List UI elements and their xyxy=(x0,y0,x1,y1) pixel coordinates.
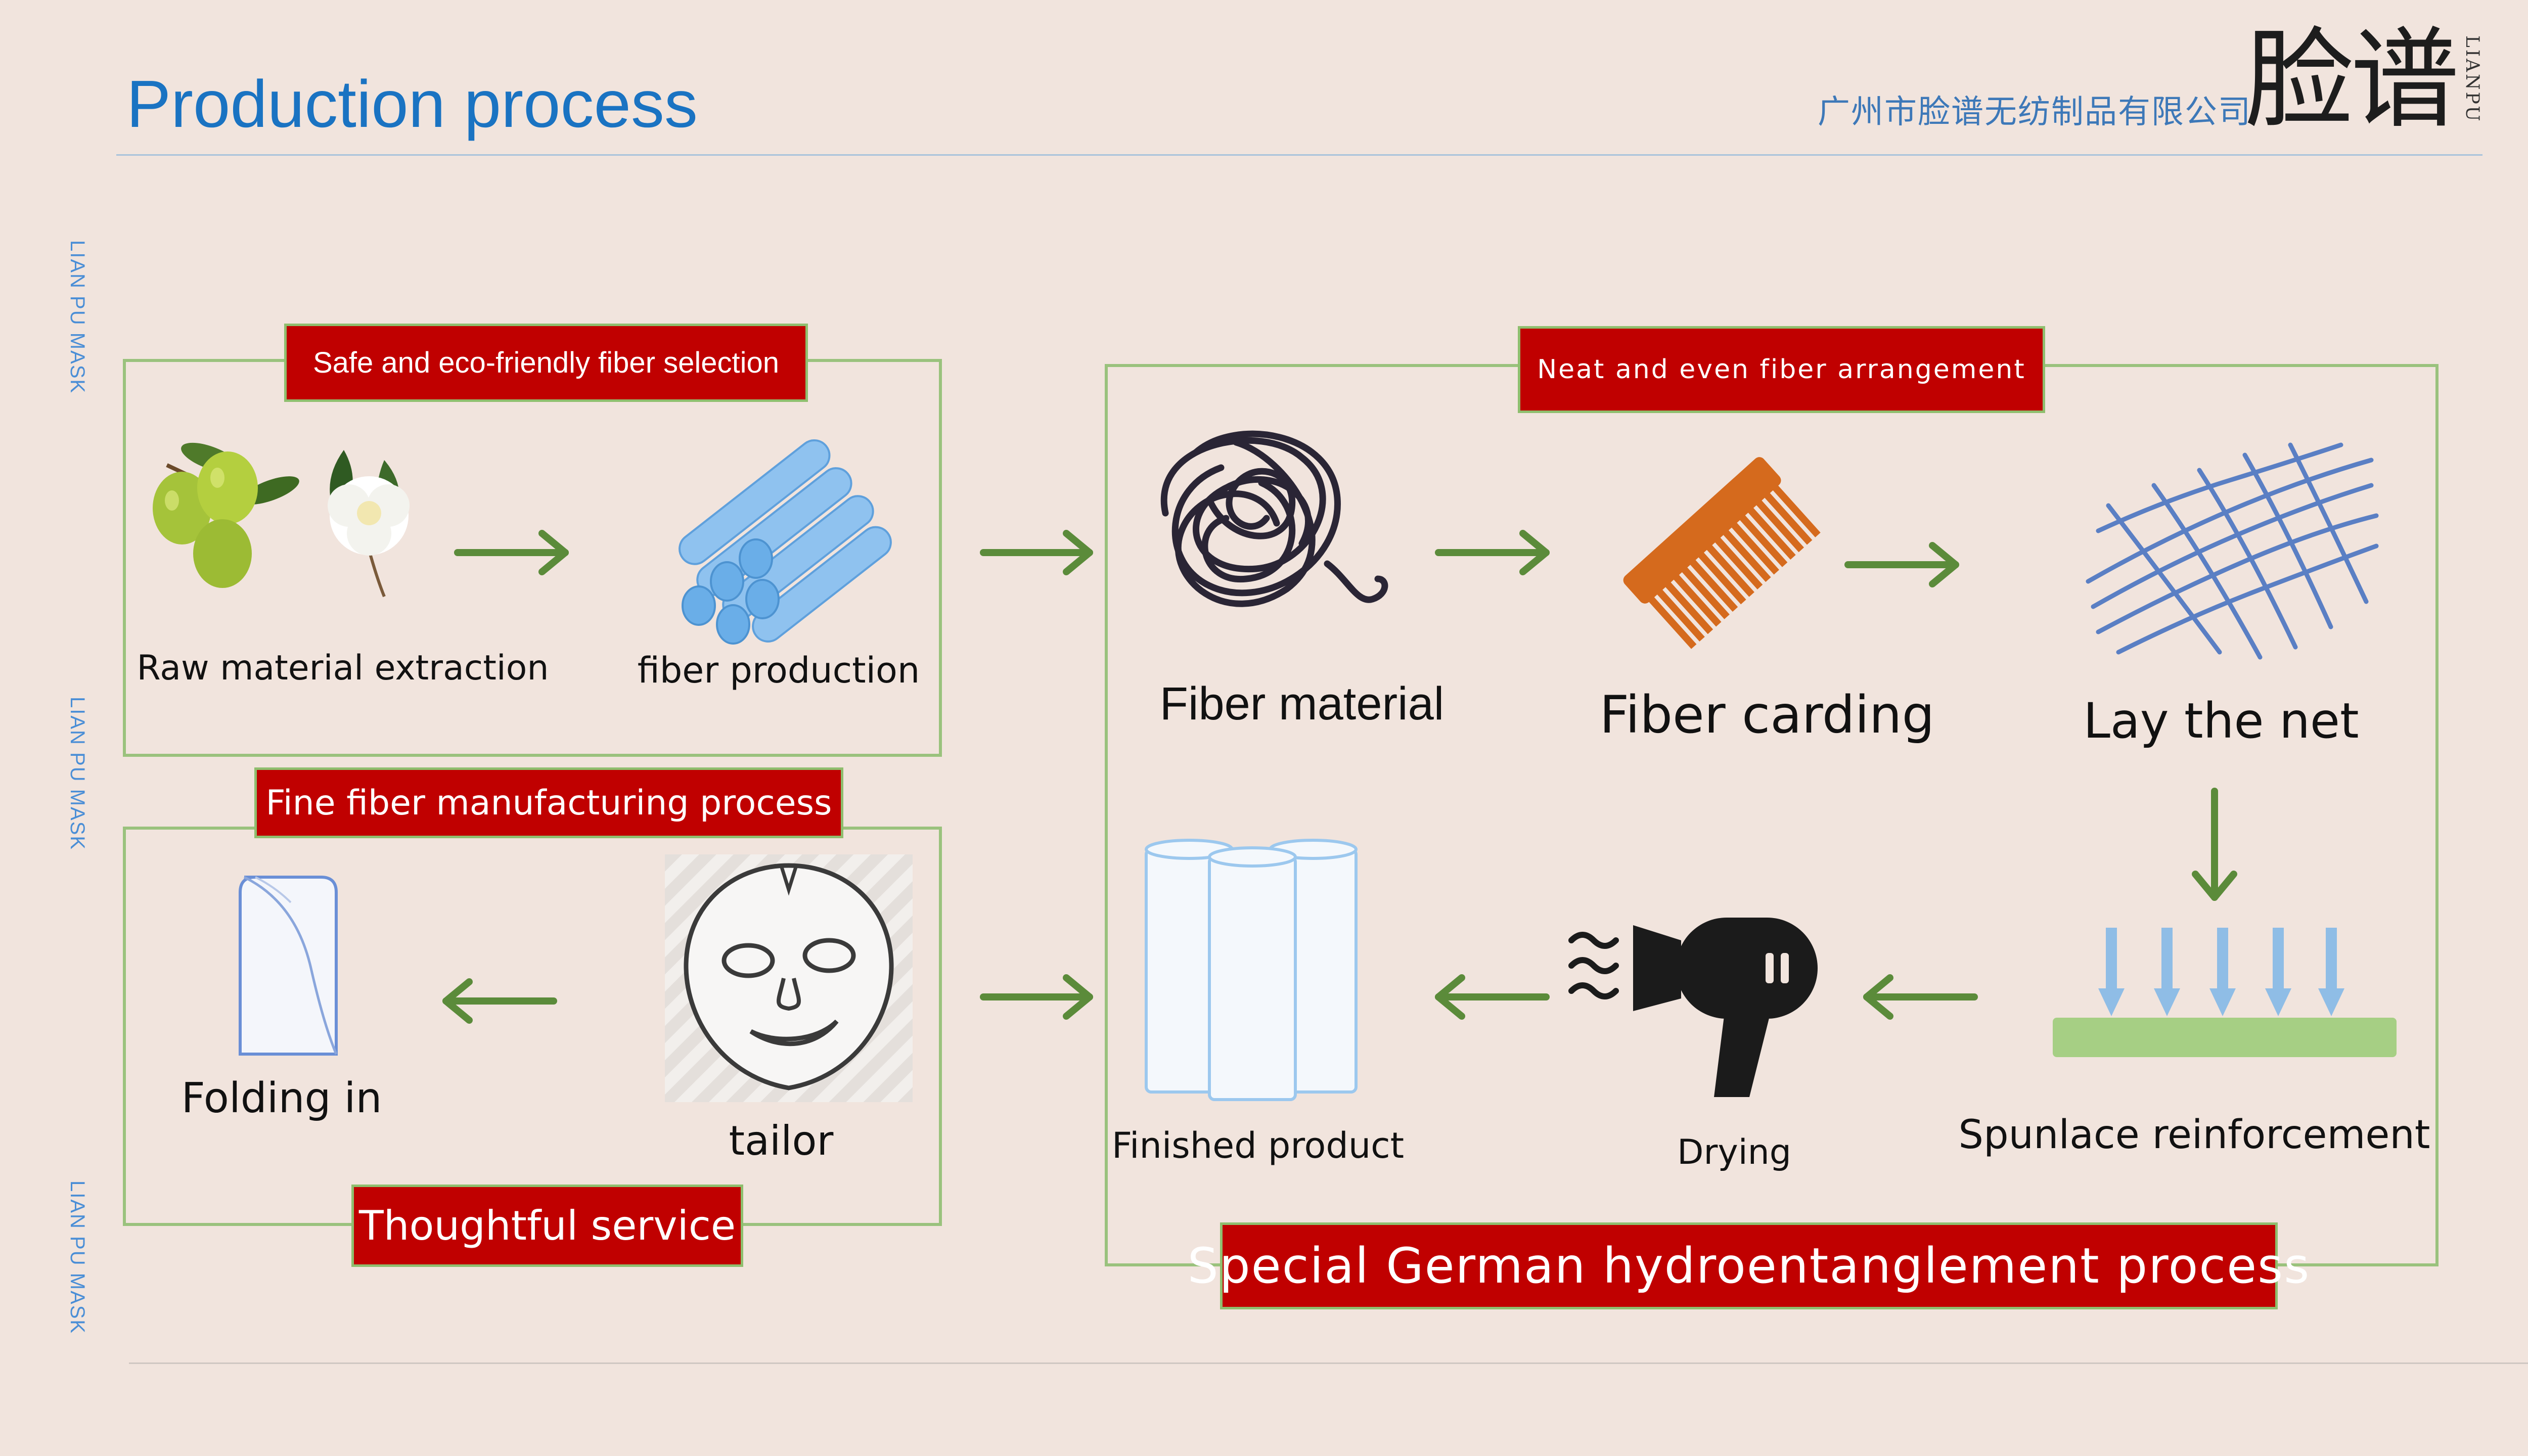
fine-fiber-tag: Fine fiber manufacturing process xyxy=(254,767,843,838)
header-divider xyxy=(116,154,2482,156)
step-label-drying: Drying xyxy=(1677,1132,1791,1172)
footer-divider xyxy=(129,1362,2528,1364)
fiber-rolls-icon xyxy=(679,439,892,645)
arrow-right-icon xyxy=(1844,542,1959,587)
fiber-arrangement-tag: Neat and even fiber arrangement xyxy=(1518,326,2045,413)
arrow-down-icon xyxy=(2192,788,2237,901)
arrow-right-icon xyxy=(980,530,1093,575)
step-label-folding: Folding in xyxy=(181,1074,382,1122)
step-label-lay-net: Lay the net xyxy=(2083,693,2359,749)
brand-logo: 脸谱 xyxy=(2245,16,2459,143)
arrow-left-icon xyxy=(442,978,557,1024)
water-jets-icon xyxy=(2053,928,2397,1057)
brand-logo-latin: LIANPU xyxy=(2462,35,2482,123)
comb-icon xyxy=(1623,457,1821,649)
step-label-fiber-carding: Fiber carding xyxy=(1599,685,1935,745)
page-title: Production process xyxy=(126,67,698,141)
face-mask-icon xyxy=(665,854,913,1102)
hair-dryer-icon xyxy=(1568,918,1818,1097)
hydroentanglement-tag: Special German hydroentanglement process xyxy=(1188,1222,2309,1309)
arrow-right-icon xyxy=(1435,530,1550,575)
olive-and-camellia-icon xyxy=(153,442,410,598)
step-label-fiber-production: fiber production xyxy=(637,650,920,691)
arrow-right-icon xyxy=(980,974,1093,1020)
side-watermark: LIAN PU MASK xyxy=(66,1180,88,1335)
folded-mask-icon xyxy=(239,876,338,1056)
step-label-fiber-material: Fiber material xyxy=(1159,678,1444,730)
fiber-selection-tag: Safe and eco-friendly fiber selection xyxy=(284,324,808,402)
step-label-finished-product: Finished product xyxy=(1111,1125,1405,1166)
step-label-spunlace: Spunlace reinforcement xyxy=(1958,1112,2430,1158)
step-label-raw-material: Raw material extraction xyxy=(137,648,549,688)
side-watermark: LIAN PU MASK xyxy=(66,240,88,394)
service-tag: Thoughtful service xyxy=(351,1185,743,1267)
rolls-icon xyxy=(1145,839,1358,1101)
arrow-right-icon xyxy=(454,530,569,575)
fiber-tangle-icon xyxy=(1160,430,1388,607)
step-label-tailor: tailor xyxy=(729,1117,834,1164)
arrow-left-icon xyxy=(1863,974,1978,1020)
side-watermark: LIAN PU MASK xyxy=(66,697,88,851)
arrow-left-icon xyxy=(1435,974,1550,1020)
fiber-net-icon xyxy=(2086,442,2379,660)
company-name: 广州市脸谱无纺制品有限公司 xyxy=(1818,94,2251,131)
